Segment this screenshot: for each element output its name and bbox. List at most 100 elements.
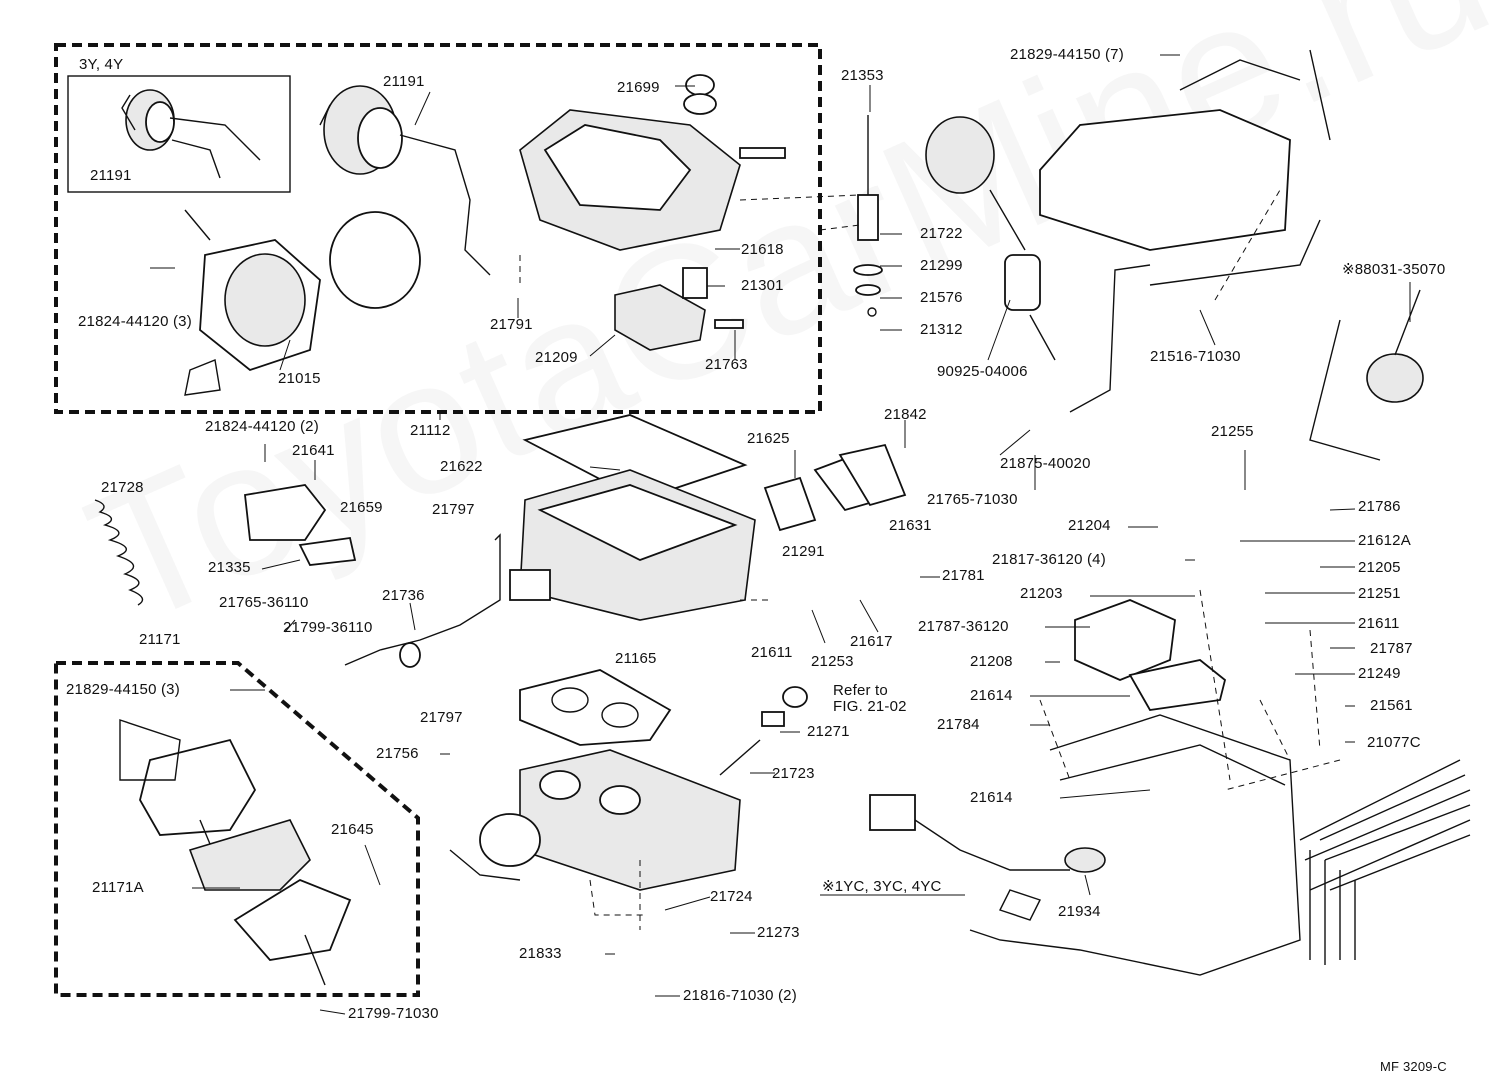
figure-code: MF 3209-C: [1380, 1059, 1447, 1074]
part-label: 21299: [920, 257, 963, 274]
part-label: 21934: [1058, 903, 1101, 920]
part-label: 21165: [615, 650, 657, 667]
carburetor-top-drawing: [519, 74, 786, 251]
part-label: 21645: [331, 821, 374, 838]
part-label: 21781: [942, 567, 985, 584]
link-21736-drawing: [344, 533, 501, 668]
refer-note-line1: Refer to: [833, 682, 888, 699]
air-horn-drawing: [925, 49, 1331, 361]
part-label: 21612A: [1358, 532, 1411, 549]
part-label: 21614: [970, 687, 1013, 704]
engine-block-drawing: [969, 714, 1471, 976]
part-label: 21723: [772, 765, 815, 782]
part-label: 21561: [1370, 697, 1413, 714]
part-label: 21273: [757, 924, 800, 941]
refer-note-line2: FIG. 21-02: [833, 698, 907, 715]
part-label: 21301: [741, 277, 784, 294]
part-label: 21204: [1068, 517, 1111, 534]
part-label: 21625: [747, 430, 790, 447]
part-label: 21209: [535, 349, 578, 366]
alignment-lines: [519, 189, 1341, 930]
part-label: 21824-44120 (3): [78, 313, 192, 330]
diaphragm-21191-drawing: [319, 85, 491, 276]
part-label: 21312: [920, 321, 963, 338]
part-label: 21787-36120: [918, 618, 1009, 635]
part-label: 21015: [278, 370, 321, 387]
part-label: 21171A: [92, 879, 144, 896]
part-label: 21797: [420, 709, 463, 726]
part-label: 21763: [705, 356, 748, 373]
part-label: 21728: [101, 479, 144, 496]
inset-frame: [67, 75, 291, 193]
part-label: 21699: [617, 79, 660, 96]
part-label: 21722: [920, 225, 963, 242]
part-label: 21576: [920, 289, 963, 306]
part-label: 21251: [1358, 585, 1401, 602]
part-label: 21829-44150 (7): [1010, 46, 1124, 63]
part-label: 21611: [1358, 615, 1400, 632]
group-boundary-upper: [54, 43, 822, 414]
part-label: 21659: [340, 499, 383, 516]
part-label: 21756: [376, 745, 419, 762]
fuel-pipe-drawing: [1069, 264, 1151, 413]
choke-opener-drawing: [1309, 289, 1424, 461]
part-label: 90925-04006: [937, 363, 1028, 380]
inset-part-label: 21191: [90, 167, 132, 184]
part-label: 21622: [440, 458, 483, 475]
inset-title: 3Y, 4Y: [79, 56, 124, 73]
part-label: 21816-71030 (2): [683, 987, 797, 1004]
housing-21015-drawing: [184, 209, 421, 396]
flange-drawing: [449, 749, 741, 891]
part-label: 21736: [382, 587, 425, 604]
part-label: 21205: [1358, 559, 1401, 576]
part-label: 21786: [1358, 498, 1401, 515]
part-label: 21797: [432, 501, 475, 518]
part-label: 21253: [811, 653, 854, 670]
leader-lines: [150, 54, 1411, 1015]
inset-diaphragm-drawing: [121, 89, 261, 179]
part-label: 21614: [970, 789, 1013, 806]
part-label: 21799-36110: [283, 619, 373, 636]
part-label: 21271: [807, 723, 850, 740]
part-label: 21617: [850, 633, 893, 650]
base-block-drawing: [1074, 599, 1227, 711]
part-label: 21203: [1020, 585, 1063, 602]
spring-21728-drawing: [94, 499, 144, 606]
part-label: 21631: [889, 517, 932, 534]
gasket-21625-21631-drawing: [763, 443, 907, 532]
part-label: 21641: [292, 442, 335, 459]
part-label: 21875-40020: [1000, 455, 1091, 472]
part-label: 21787: [1370, 640, 1413, 657]
part-label: 21829-44150 (3): [66, 681, 180, 698]
diaphragm-21171-drawing: [119, 719, 352, 986]
part-label: 21191: [383, 73, 425, 90]
part-label: 21291: [782, 543, 825, 560]
carburetor-body-drawing: [509, 469, 756, 621]
part-label: 21724: [710, 888, 753, 905]
part-label: 21784: [937, 716, 980, 733]
part-label: 21824-44120 (2): [205, 418, 319, 435]
part-label: 21516-71030: [1150, 348, 1241, 365]
needle-21353-drawing: [853, 115, 883, 317]
part-label: 21842: [884, 406, 927, 423]
part-label: ※88031-35070: [1342, 261, 1446, 278]
part-label: 21208: [970, 653, 1013, 670]
part-label: 21833: [519, 945, 562, 962]
part-label: 21335: [208, 559, 251, 576]
group-boundary-lower: [54, 661, 420, 997]
part-label: 21112: [410, 422, 451, 439]
part-label: 21255: [1211, 423, 1254, 440]
part-label: 21799-71030: [348, 1005, 439, 1022]
part-label: 21765-36110: [219, 594, 309, 611]
part-label: 21791: [490, 316, 533, 333]
part-label: 21171: [139, 631, 181, 648]
part-label: 21077C: [1367, 734, 1421, 751]
gasket-21165-drawing: [519, 669, 672, 746]
part-label: 21353: [841, 67, 884, 84]
bracket-21641-drawing: [244, 484, 357, 566]
model-note: ※1YC, 3YC, 4YC: [822, 878, 942, 895]
sensor-21934-drawing: [869, 794, 1106, 873]
screw-21271-21723-drawing: [719, 686, 808, 776]
